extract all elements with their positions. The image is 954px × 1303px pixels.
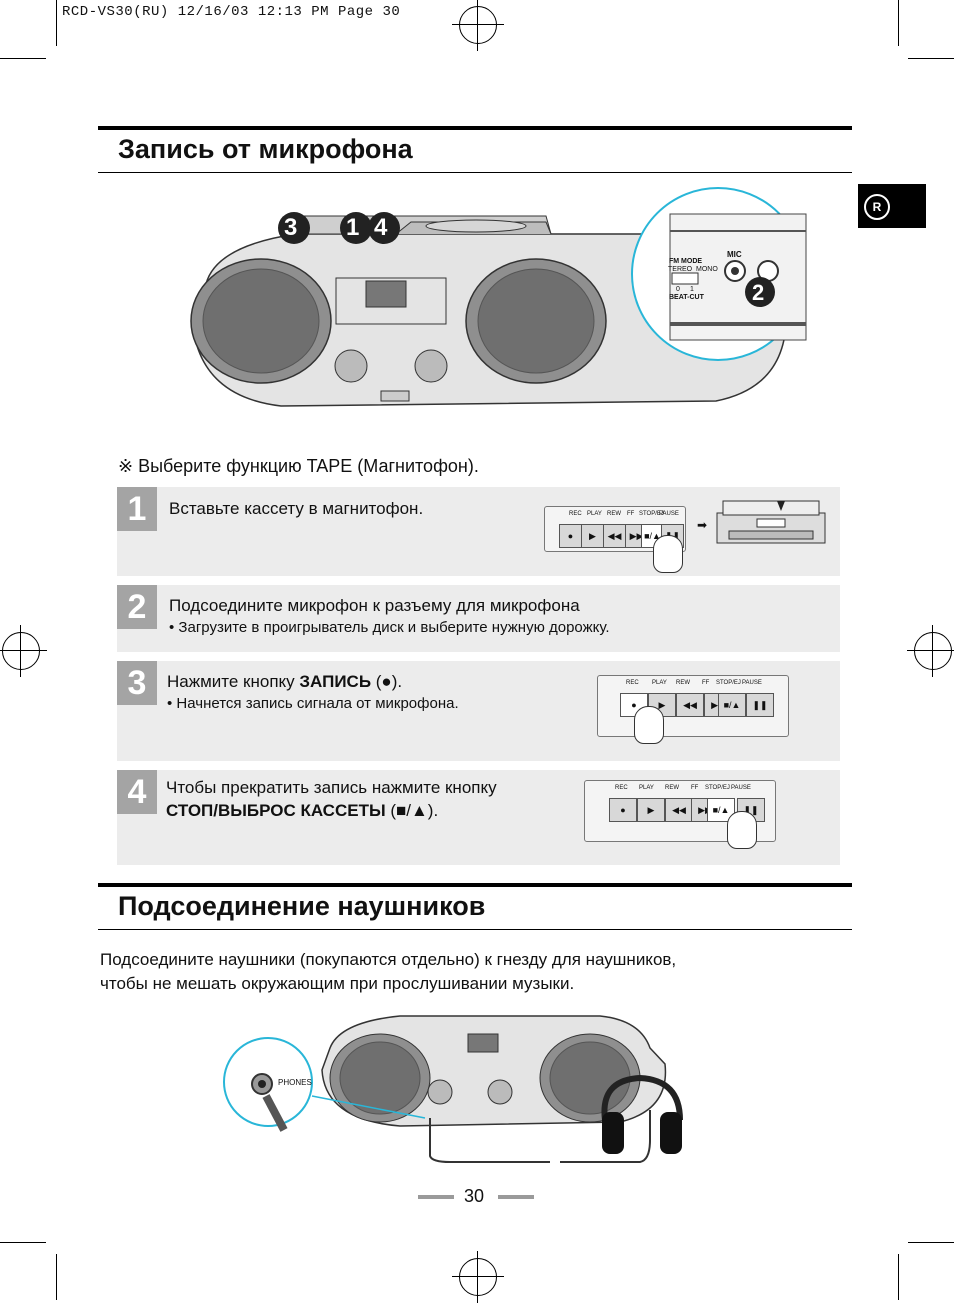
pause-label: PAUSE	[742, 680, 762, 686]
language-tab-letter: R	[864, 194, 890, 220]
note-symbol: ※	[118, 456, 134, 476]
step-2-text: Подсоедините микрофон к разъему для микр…	[169, 596, 580, 615]
record-button-name: ЗАПИСЬ	[299, 672, 372, 691]
rec-label: REC	[626, 680, 639, 686]
pointing-hand-icon	[634, 706, 664, 744]
ff-label: FF	[627, 511, 635, 517]
registration-mark-top	[452, 0, 504, 51]
inset-magnifier	[631, 187, 807, 361]
section-rule	[98, 883, 852, 887]
tape-panel-step3: REC PLAY REW FF STOP/EJ PAUSE ● ▶ ◀◀ ▶▶ …	[597, 675, 789, 744]
pointing-hand-icon	[727, 811, 757, 849]
step-4-line1: Чтобы прекратить запись нажмите кнопку	[166, 778, 497, 797]
crop-mark	[898, 0, 899, 46]
section-rule	[98, 172, 852, 173]
stop-label: STOP/EJ	[716, 680, 741, 686]
rec-button: ●	[609, 798, 637, 822]
step-4-number: 4	[117, 770, 157, 814]
pointing-hand-icon	[653, 535, 683, 573]
registration-mark-left	[0, 625, 47, 677]
rew-label: REW	[676, 680, 690, 686]
step-1-text: Вставьте кассету в магнитофон.	[169, 499, 424, 518]
section-rule	[98, 126, 852, 130]
callout-numbers	[278, 212, 400, 244]
crop-mark	[908, 1242, 954, 1243]
pause-label: PAUSE	[659, 511, 679, 517]
stop-label: STOP/EJ	[705, 785, 730, 791]
callout-3: 3	[284, 214, 298, 241]
tape-panel-step1: REC PLAY REW FF STOP/EJ PAUSE ● ▶ ◀◀ ▶▶ …	[544, 506, 686, 573]
print-header: RCD-VS30(RU) 12/16/03 12:13 PM Page 30	[62, 4, 401, 20]
mono-label: MONO	[696, 266, 718, 273]
section-title: Подсоединение наушников	[118, 891, 486, 921]
play-button: ▶	[637, 798, 665, 822]
tape-panel-step4: REC PLAY REW FF STOP/EJ PAUSE ● ▶ ◀◀ ▶▶ …	[584, 780, 776, 849]
registration-mark-right	[907, 625, 954, 677]
step-3-bullet: • Начнется запись сигнала от микрофона.	[167, 695, 459, 712]
step-2-bullet: • Загрузите в проигрыватель диск и выбер…	[169, 619, 610, 636]
callout-2: 2	[752, 280, 765, 305]
footer-dash	[418, 1195, 454, 1199]
play-button: ▶	[648, 693, 676, 717]
ff-label: FF	[702, 680, 710, 686]
beatcut-0: 0	[676, 286, 680, 293]
step-3-number: 3	[117, 661, 157, 705]
registration-mark-bottom	[452, 1251, 504, 1303]
phones-label: PHONES	[278, 1078, 312, 1087]
play-label: PLAY	[639, 785, 654, 791]
crop-mark	[898, 1254, 899, 1300]
rew-button: ◀◀	[603, 524, 626, 548]
crop-mark	[0, 58, 46, 59]
crop-mark	[908, 58, 954, 59]
headphones-illustration	[223, 1015, 683, 1163]
step-3-text-after: (●).	[371, 672, 403, 691]
rew-button: ◀◀	[676, 693, 704, 717]
ff-label: FF	[691, 785, 699, 791]
rec-label: REC	[615, 785, 628, 791]
step-4-line2: СТОП/ВЫБРОС КАССЕТЫ (■/▲).	[166, 801, 438, 821]
callout-1: 1	[346, 214, 360, 241]
rew-button: ◀◀	[665, 798, 693, 822]
crop-mark	[0, 1242, 46, 1243]
rec-button: ●	[559, 524, 582, 548]
beatcut-label: BEAT-CUT	[669, 294, 704, 301]
step-2-box	[117, 585, 840, 652]
step-3-text: Нажмите кнопку ЗАПИСЬ (●).	[167, 672, 402, 692]
step-1-number: 1	[117, 487, 157, 531]
footer-dash	[498, 1195, 534, 1199]
tape-note: ※ Выберите функцию TAPE (Магнитофон).	[118, 456, 479, 477]
rew-label: REW	[665, 785, 679, 791]
note-text: Выберите функцию TAPE (Магнитофон).	[138, 456, 479, 476]
crop-mark	[56, 1254, 57, 1300]
pause-label: PAUSE	[731, 785, 751, 791]
crop-mark	[56, 0, 57, 46]
stop-eject-button: ■/▲	[718, 693, 746, 717]
fm-mode-label: FM MODE	[669, 258, 703, 265]
stop-label: STOP/EJ	[639, 511, 664, 517]
pause-button: ❚❚	[746, 693, 774, 717]
play-label: PLAY	[587, 511, 602, 517]
page-number: 30	[464, 1186, 485, 1206]
arrow-right-icon: ➡	[697, 518, 708, 532]
play-label: PLAY	[652, 680, 667, 686]
stop-eject-button-name: СТОП/ВЫБРОС КАССЕТЫ	[166, 801, 386, 820]
step-3-text-before: Нажмите кнопку	[167, 672, 300, 691]
callout-4: 4	[374, 214, 388, 241]
mic-label: MIC	[727, 250, 742, 259]
section-title: Запись от микрофона	[118, 134, 413, 164]
headphones-para-line1: Подсоедините наушники (покупаются отдель…	[100, 950, 677, 969]
play-button: ▶	[581, 524, 604, 548]
rew-label: REW	[607, 511, 621, 517]
stereo-label: TEREO	[668, 266, 693, 273]
headphones-para-line2: чтобы не мешать окружающим при прослушив…	[100, 974, 575, 993]
rec-label: REC	[569, 511, 582, 517]
step-4-line2-after: (■/▲).	[385, 801, 439, 820]
cassette-deck-illustration	[716, 500, 826, 544]
step-2-number: 2	[117, 585, 157, 629]
beatcut-1: 1	[690, 286, 694, 293]
section-rule	[98, 929, 852, 930]
